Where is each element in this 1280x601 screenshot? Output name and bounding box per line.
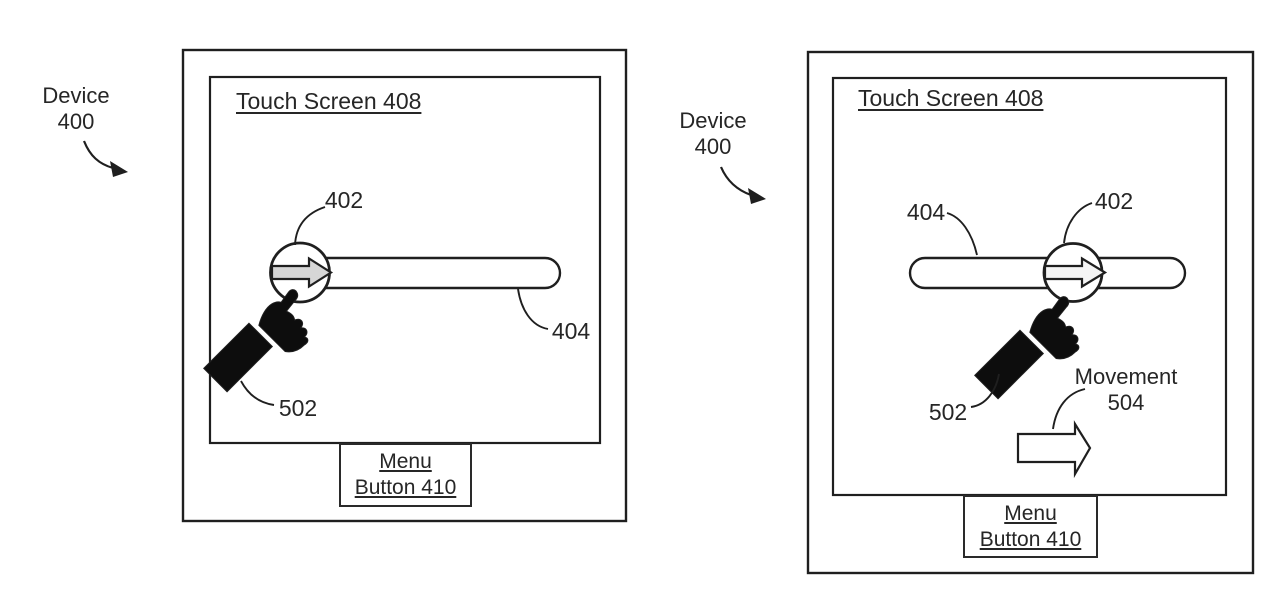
figure-left-group xyxy=(82,48,628,523)
menu-button-left-line1: Menu xyxy=(379,450,432,473)
device-outline-left xyxy=(181,48,628,523)
pointer-arrow-left xyxy=(82,140,114,170)
movement-label: Movement 504 xyxy=(1075,364,1178,416)
menu-button-left: Menu Button 410 xyxy=(339,443,472,507)
touch-screen-label-right: Touch Screen 408 xyxy=(858,85,1044,111)
ref-502-right: 502 xyxy=(928,399,968,425)
ref-404-left: 404 xyxy=(551,318,591,344)
device-label-left: Device 400 xyxy=(28,83,124,135)
leader-502-left xyxy=(240,380,275,406)
ref-404-right: 404 xyxy=(906,199,946,225)
device-label-right: Device 400 xyxy=(667,108,759,160)
leader-404-right xyxy=(946,212,978,256)
touch-screen-label-left: Touch Screen 408 xyxy=(236,88,422,114)
menu-button-right-line1: Menu xyxy=(1004,502,1057,525)
thumb-arrow-icon-right xyxy=(1043,256,1108,289)
pointer-arrowhead-left xyxy=(110,161,128,177)
movement-arrow-icon xyxy=(1016,420,1092,479)
leader-404-left xyxy=(517,288,549,330)
pointer-arrowhead-right xyxy=(748,188,766,204)
ref-402-right: 402 xyxy=(1094,188,1134,214)
leader-502-right xyxy=(970,373,1000,408)
device-outline-right xyxy=(806,50,1255,575)
menu-button-left-line2: Button 410 xyxy=(354,476,457,499)
leader-504-right xyxy=(1052,388,1086,430)
slider-track-left xyxy=(291,256,562,290)
ref-402-left: 402 xyxy=(324,187,364,213)
device-label-left-line1: Device xyxy=(42,83,110,108)
ref-502-left: 502 xyxy=(278,395,318,421)
leader-402-left xyxy=(294,206,326,246)
figure-right-group xyxy=(719,50,1255,575)
device-label-right-line1: Device xyxy=(679,108,747,133)
menu-button-right-line2: Button 410 xyxy=(979,528,1082,551)
movement-label-line2: 504 xyxy=(1107,390,1145,415)
leader-402-right xyxy=(1063,202,1093,244)
finger-icon-left xyxy=(203,283,328,408)
device-label-left-line2: 400 xyxy=(57,109,95,134)
thumb-arrow-icon-left xyxy=(270,256,334,289)
menu-button-right: Menu Button 410 xyxy=(963,495,1098,558)
pointer-arrow-right xyxy=(719,166,752,197)
device-label-right-line2: 400 xyxy=(694,134,732,159)
movement-label-line1: Movement xyxy=(1074,364,1178,389)
